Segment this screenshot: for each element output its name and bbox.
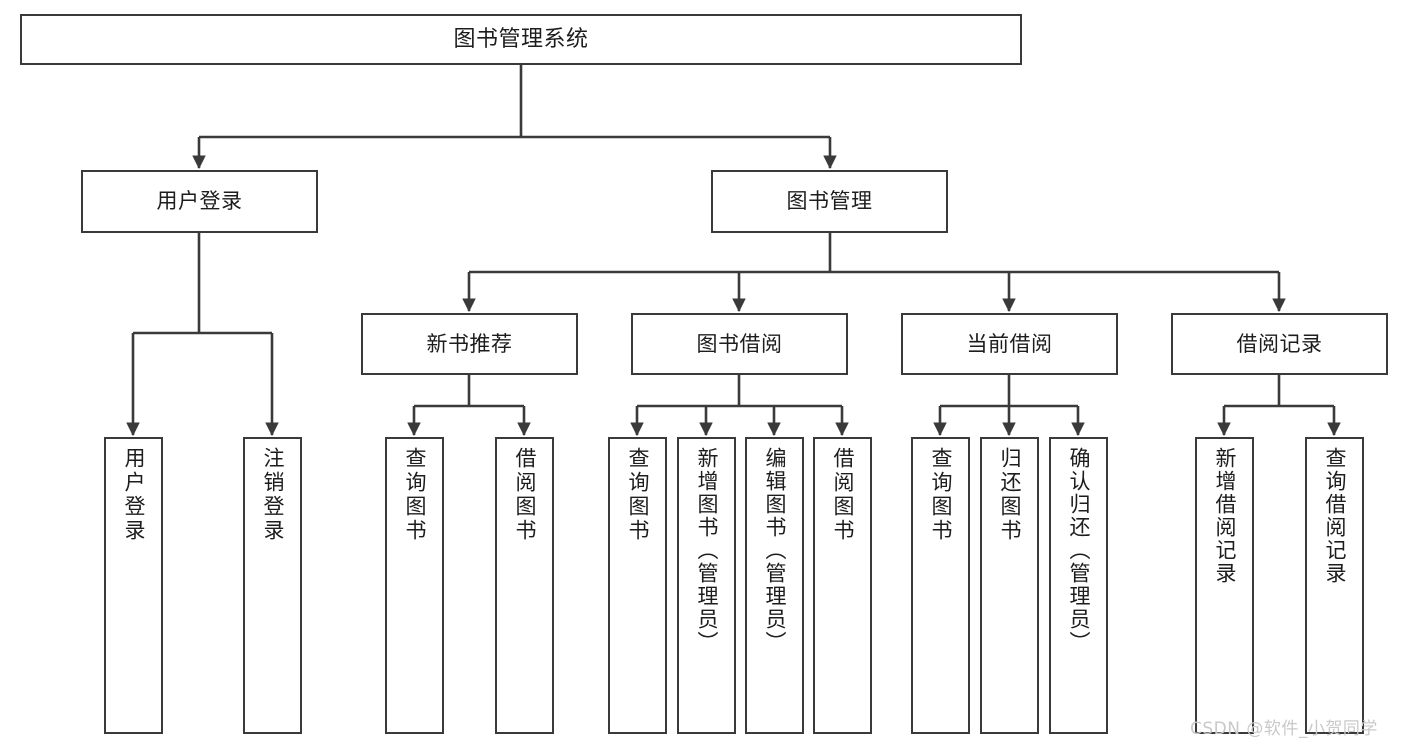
node-label: 当前借阅 xyxy=(966,331,1053,356)
node-label: 查询图书 xyxy=(626,447,650,543)
leaf-new-book-query-book[interactable]: 查询图书 xyxy=(385,437,444,734)
node-label: 图书管理系统 xyxy=(453,26,589,52)
node-label: 编辑图书（管理员） xyxy=(763,447,787,654)
node-user-login[interactable]: 用户登录 xyxy=(81,170,318,233)
leaf-borrow-record-add-record[interactable]: 新增借阅记录 xyxy=(1195,437,1254,734)
node-label: 借阅记录 xyxy=(1236,331,1323,356)
node-label: 新书推荐 xyxy=(426,331,513,356)
leaf-user-login-login[interactable]: 用户登录 xyxy=(104,437,163,734)
leaf-borrow-record-query-record[interactable]: 查询借阅记录 xyxy=(1305,437,1364,734)
leaf-book-borrow-edit-book-admin[interactable]: 编辑图书（管理员） xyxy=(745,437,804,734)
leaf-current-borrow-confirm-return-admin[interactable]: 确认归还（管理员） xyxy=(1049,437,1108,734)
node-label: 查询图书 xyxy=(929,447,953,543)
node-book-management[interactable]: 图书管理 xyxy=(711,170,948,233)
leaf-book-borrow-borrow-book[interactable]: 借阅图书 xyxy=(813,437,872,734)
leaf-current-borrow-return-book[interactable]: 归还图书 xyxy=(980,437,1039,734)
leaf-current-borrow-query-book[interactable]: 查询图书 xyxy=(911,437,970,734)
leaf-new-book-borrow-book[interactable]: 借阅图书 xyxy=(495,437,554,734)
node-label: 新增图书（管理员） xyxy=(695,447,719,654)
node-label: 借阅图书 xyxy=(513,447,537,543)
node-label: 图书借阅 xyxy=(696,331,783,356)
node-label: 新增借阅记录 xyxy=(1213,447,1237,585)
node-label: 归还图书 xyxy=(998,447,1022,543)
leaf-user-login-logout[interactable]: 注销登录 xyxy=(243,437,302,734)
node-book-borrow[interactable]: 图书借阅 xyxy=(631,313,848,375)
leaf-book-borrow-query-book[interactable]: 查询图书 xyxy=(608,437,667,734)
node-label: 确认归还（管理员） xyxy=(1067,447,1091,654)
node-new-book-recommend[interactable]: 新书推荐 xyxy=(361,313,578,375)
node-label: 用户登录 xyxy=(122,447,146,543)
node-root-book-management-system[interactable]: 图书管理系统 xyxy=(20,14,1022,65)
node-label: 注销登录 xyxy=(261,447,285,543)
leaf-book-borrow-add-book-admin[interactable]: 新增图书（管理员） xyxy=(677,437,736,734)
node-borrow-record[interactable]: 借阅记录 xyxy=(1171,313,1388,375)
node-label: 用户登录 xyxy=(156,189,243,214)
node-label: 查询借阅记录 xyxy=(1323,447,1347,585)
node-label: 图书管理 xyxy=(786,189,873,214)
node-label: 查询图书 xyxy=(403,447,427,543)
node-current-borrow[interactable]: 当前借阅 xyxy=(901,313,1118,375)
node-label: 借阅图书 xyxy=(831,447,855,543)
csdn-watermark: CSDN @软件_小贺同学 xyxy=(1190,719,1378,739)
